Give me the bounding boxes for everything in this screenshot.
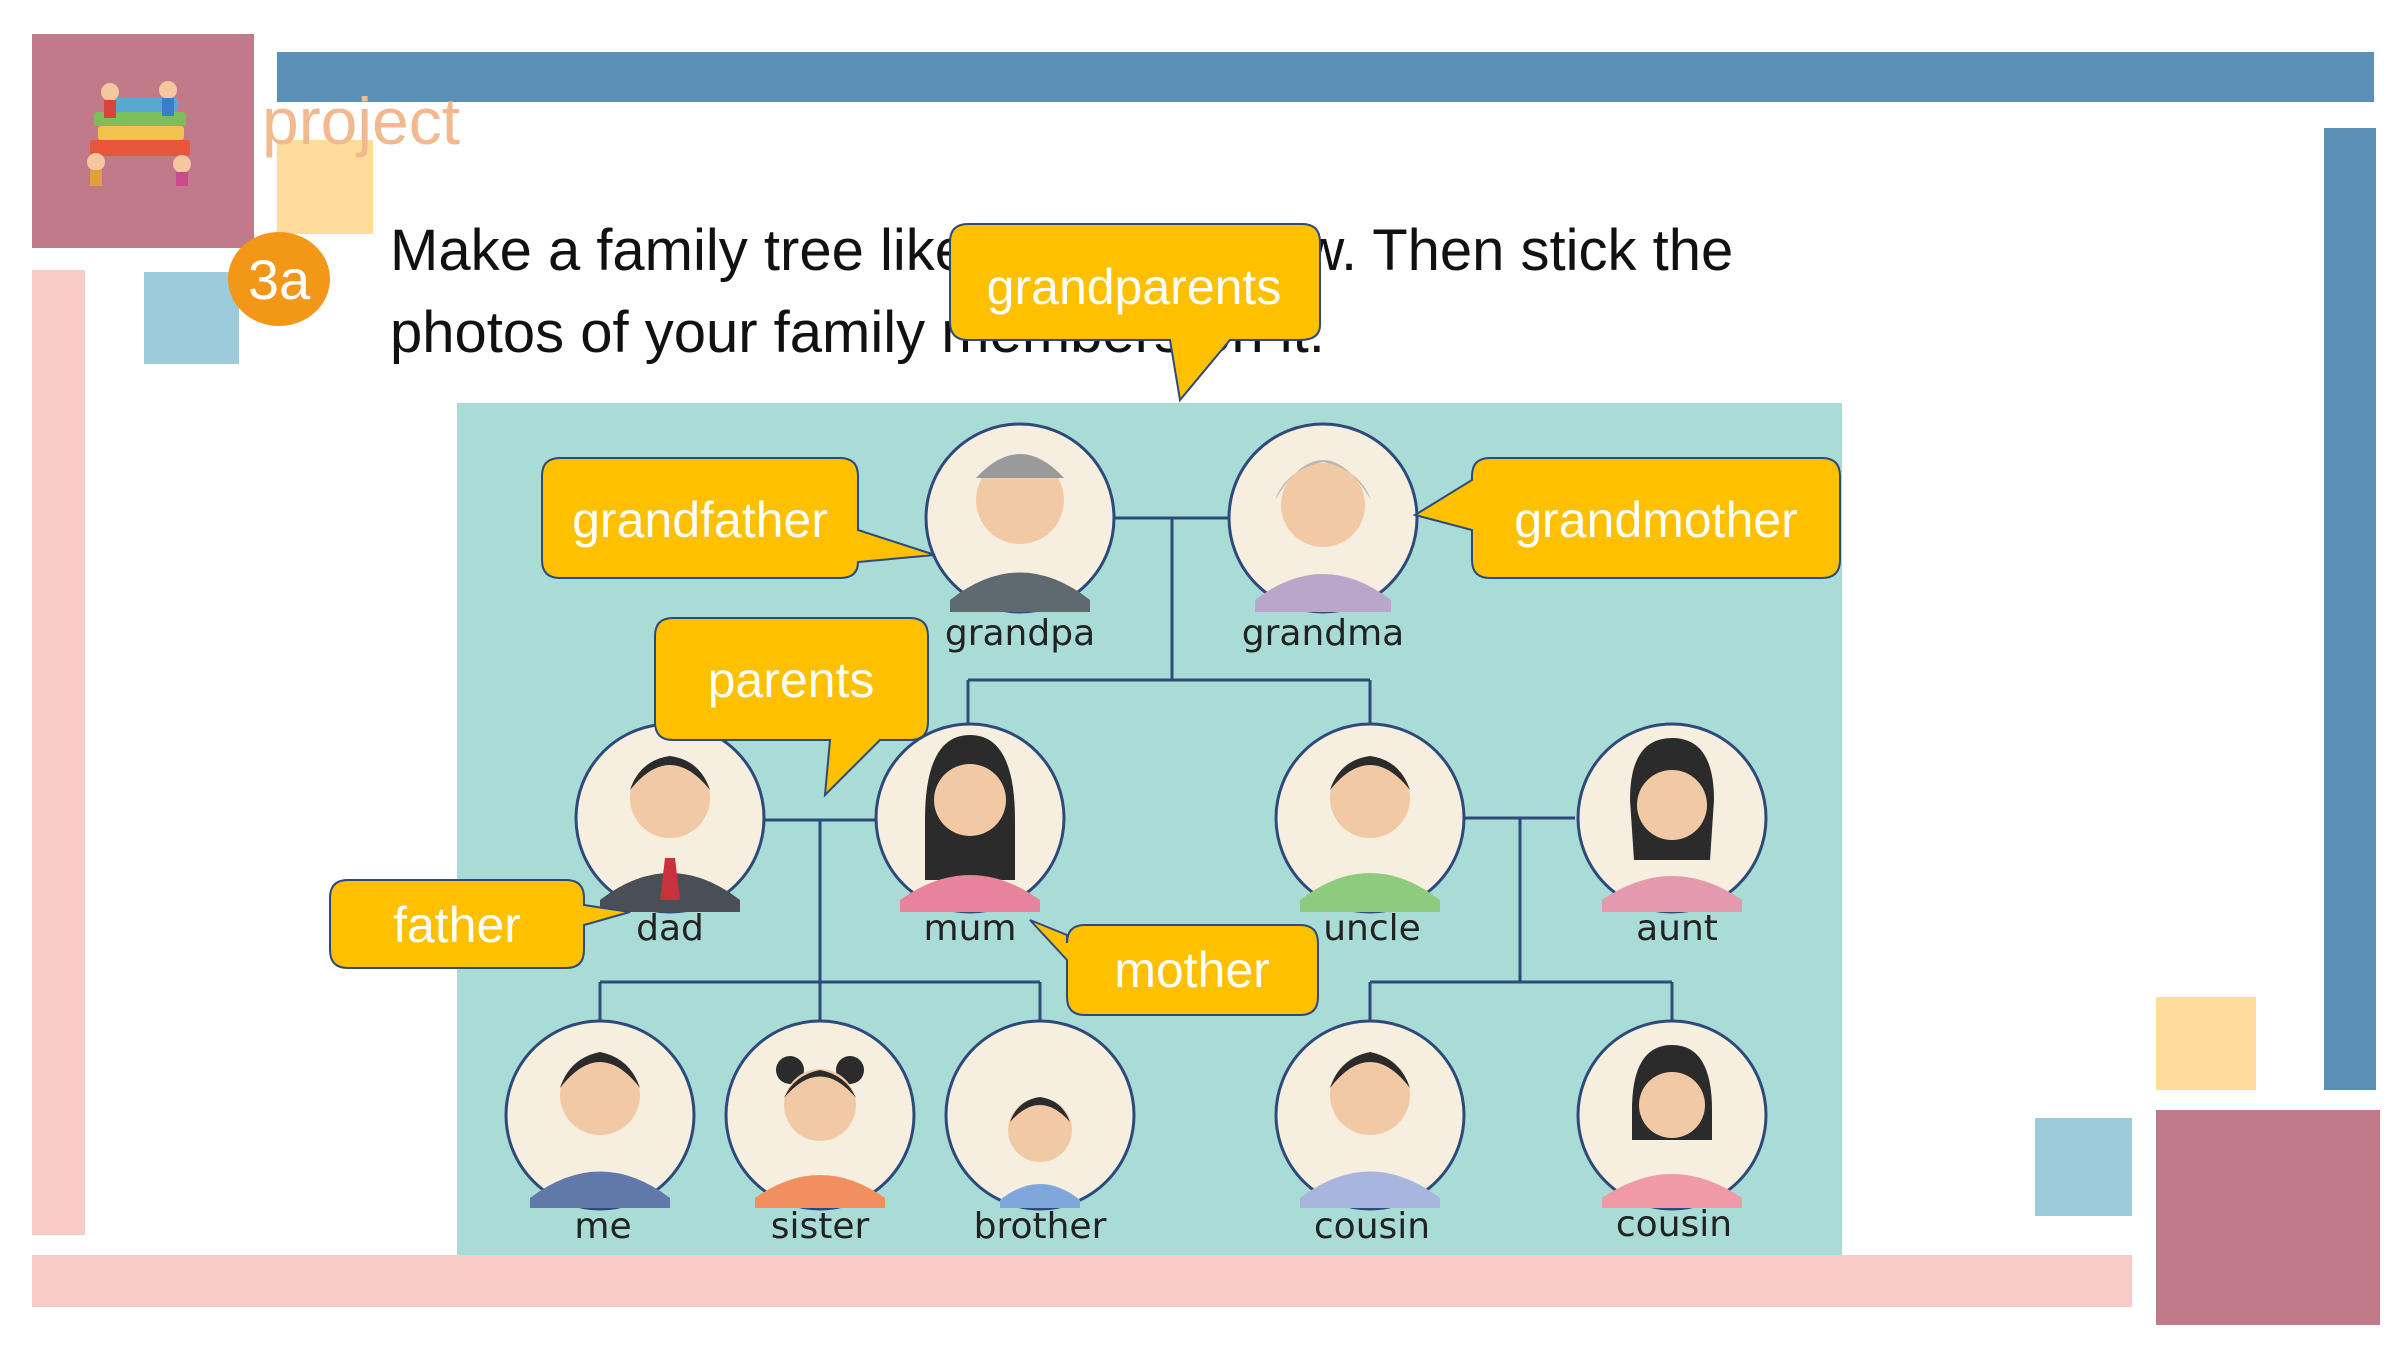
exercise-badge: 3a (228, 232, 330, 326)
rose-block-bottom (2156, 1110, 2380, 1325)
grandfather-callout: grandfather (541, 457, 936, 579)
parents-callout: parents (654, 617, 929, 798)
cousin1-avatar (1274, 1019, 1466, 1211)
grandpa-label: grandpa (945, 613, 1095, 654)
brother-label: brother (974, 1206, 1107, 1247)
father-callout-text: father (393, 897, 521, 953)
grandma-label: grandma (1242, 613, 1405, 654)
right-blue-bar (2324, 128, 2376, 1090)
uncle-avatar (1274, 722, 1466, 914)
page-title: project (262, 84, 461, 158)
grandmother-callout: grandmother (1412, 457, 1841, 579)
brother-avatar (944, 1019, 1136, 1211)
cousin-label-1: cousin (1314, 1206, 1430, 1247)
cousin-label-2: cousin (1616, 1204, 1732, 1245)
mum-avatar (874, 722, 1066, 914)
sister-avatar (724, 1019, 916, 1211)
tree-connectors (598, 516, 1674, 1022)
me-avatar (504, 1019, 696, 1211)
aunt-label: aunt (1636, 908, 1718, 949)
parents-callout-text: parents (708, 652, 875, 708)
grandmother-callout-text: grandmother (1514, 492, 1798, 548)
dad-label: dad (636, 908, 704, 949)
logo-icon (87, 81, 191, 186)
top-blue-bar (277, 52, 2374, 102)
light-blue-block-bottom (2035, 1118, 2132, 1216)
me-label: me (574, 1206, 631, 1247)
grandparents-callout: grandparents (949, 223, 1321, 403)
grandfather-callout-text: grandfather (572, 492, 828, 548)
mother-callout-text: mother (1114, 942, 1270, 998)
light-blue-block-top (144, 272, 239, 364)
father-callout: father (329, 879, 631, 969)
yellow-block-top (277, 140, 373, 234)
mother-callout: mother (1029, 919, 1319, 1016)
grandma-avatar (1227, 422, 1419, 614)
bottom-pink-bar (32, 1255, 2132, 1307)
dad-avatar (574, 722, 766, 914)
left-pink-bar (32, 270, 85, 1235)
aunt-avatar (1576, 722, 1768, 914)
yellow-block-bottom (2156, 997, 2256, 1090)
cousin2-avatar (1576, 1019, 1768, 1211)
grandparents-callout-text: grandparents (987, 259, 1282, 315)
grandpa-avatar (924, 422, 1116, 614)
mum-label: mum (924, 908, 1017, 949)
uncle-label: uncle (1323, 908, 1421, 949)
sister-label: sister (771, 1206, 870, 1247)
